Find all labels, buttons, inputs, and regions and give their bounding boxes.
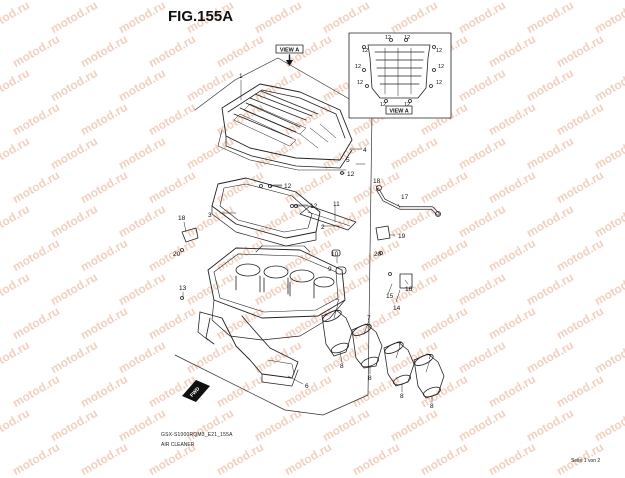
callout-7: 7 — [336, 299, 340, 306]
figure-title: FIG.155A — [168, 8, 234, 25]
leader-lines — [182, 79, 433, 403]
callout-20: 20 — [374, 251, 382, 258]
callout-15: 15 — [386, 293, 394, 300]
callout-2: 2 — [321, 224, 325, 231]
view-a-label: VIEW A — [280, 48, 299, 54]
callout-18: 18 — [178, 215, 186, 222]
callout-7: 7 — [428, 354, 432, 361]
inset-callout-12: 12 — [404, 35, 410, 41]
model-code-label: GSX-S1000RQM3_E21_155A — [161, 432, 233, 438]
callout-12: 12 — [284, 183, 292, 190]
callout-8: 8 — [368, 375, 372, 382]
callout-8: 8 — [430, 403, 434, 410]
inset-view-a[interactable]: 12 12 12 12 12 12 12 12 12 12 VIEW A — [348, 32, 452, 119]
callout-numbers: 1 2 3 4 5 6 7 7 7 7 8 8 8 8 9 10 11 12 1… — [173, 73, 434, 410]
callout-19: 19 — [398, 233, 406, 240]
inset-callout-12: 12 — [385, 35, 391, 41]
callout-7: 7 — [367, 315, 371, 322]
exploded-parts-diagram: VIEW A 12 12 12 12 12 12 12 1 — [173, 32, 452, 416]
air-cleaner-top-cover[interactable] — [217, 83, 353, 171]
breather-hose[interactable] — [376, 185, 441, 217]
intake-funnels[interactable] — [321, 308, 445, 399]
inset-callout-12: 12 — [404, 102, 410, 108]
inset-callout-12: 12 — [380, 102, 386, 108]
callout-5: 5 — [346, 157, 350, 164]
inset-callout-12: 12 — [438, 64, 444, 70]
inset-view-a-label: VIEW A — [389, 109, 408, 115]
part-name-label: AIR CLEANER — [161, 442, 195, 448]
front-direction-marker: FWD — [182, 380, 210, 402]
callout-7: 7 — [398, 341, 402, 348]
cleaner-element-frame[interactable] — [211, 177, 321, 247]
callout-3: 3 — [208, 212, 212, 219]
callout-8: 8 — [400, 393, 404, 400]
page-number-label: Seite 1 von 2 — [571, 458, 601, 464]
callout-8: 8 — [340, 363, 344, 370]
drain-tube[interactable] — [299, 205, 357, 231]
callout-12: 12 — [310, 203, 318, 210]
inset-callout-12: 12 — [355, 64, 361, 70]
callout-12: 12 — [347, 171, 355, 178]
callout-10: 10 — [331, 251, 339, 258]
view-a-box[interactable]: VIEW A — [275, 44, 304, 66]
small-fittings[interactable] — [180, 171, 413, 300]
callout-4: 4 — [363, 147, 367, 154]
callout-16: 16 — [405, 286, 413, 293]
callout-17: 17 — [401, 194, 409, 201]
view-a-arrow-icon — [286, 60, 293, 66]
air-cleaner-case[interactable] — [207, 245, 346, 341]
callout-1: 1 — [239, 73, 243, 80]
assembly-boundary-frame — [174, 57, 373, 416]
callout-11: 11 — [333, 201, 340, 208]
inset-callout-12: 12 — [436, 80, 442, 86]
inset-callout-12: 12 — [436, 48, 442, 54]
callout-20: 20 — [173, 251, 181, 258]
callout-9: 9 — [328, 266, 332, 273]
intake-duct[interactable] — [197, 311, 299, 387]
callout-6: 6 — [305, 383, 309, 390]
callout-14: 14 — [393, 305, 401, 312]
callout-18: 18 — [373, 178, 381, 185]
inset-callout-12: 12 — [357, 80, 363, 86]
inset-callout-12: 12 — [362, 48, 368, 54]
callout-13: 13 — [179, 285, 187, 292]
